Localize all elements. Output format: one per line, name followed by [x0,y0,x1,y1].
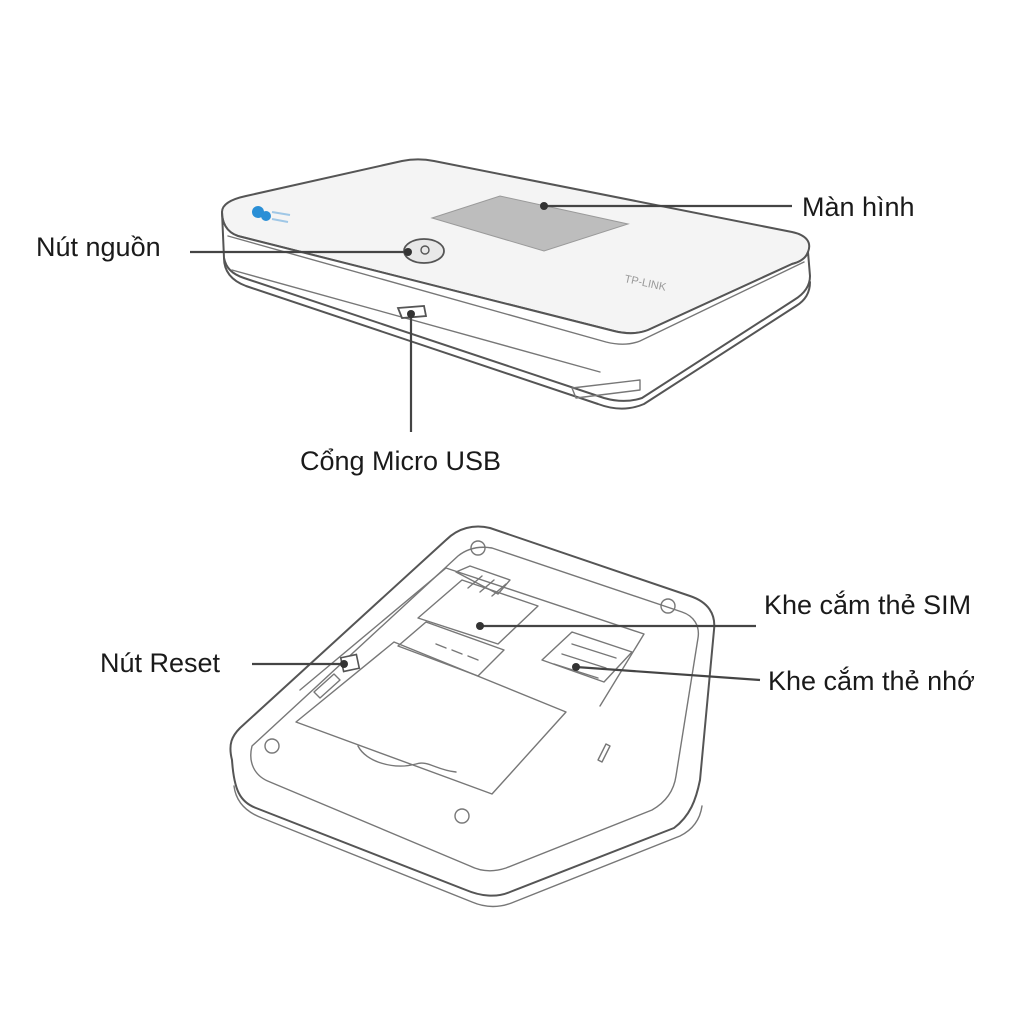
label-reset-button: Nút Reset [100,648,221,678]
device-back-view [229,525,716,908]
label-power-button: Nút nguồn [36,232,161,262]
device-side-face [221,211,811,402]
label-micro-usb-port: Cổng Micro USB [300,446,501,476]
power-icon [420,245,430,255]
display-screen [430,195,630,252]
label-memory-card-slot: Khe cắm thẻ nhớ [768,665,975,696]
sim-slot [397,565,539,677]
brand-logo-mark [252,206,291,223]
device-front-view: TP-LINK [221,158,811,410]
front-callout-leaders [190,202,792,432]
back-callout-leaders [252,622,761,682]
device-back-shell [229,525,716,897]
label-sim-slot: Khe cắm thẻ SIM [764,589,971,620]
label-screen: Màn hình [802,192,915,222]
